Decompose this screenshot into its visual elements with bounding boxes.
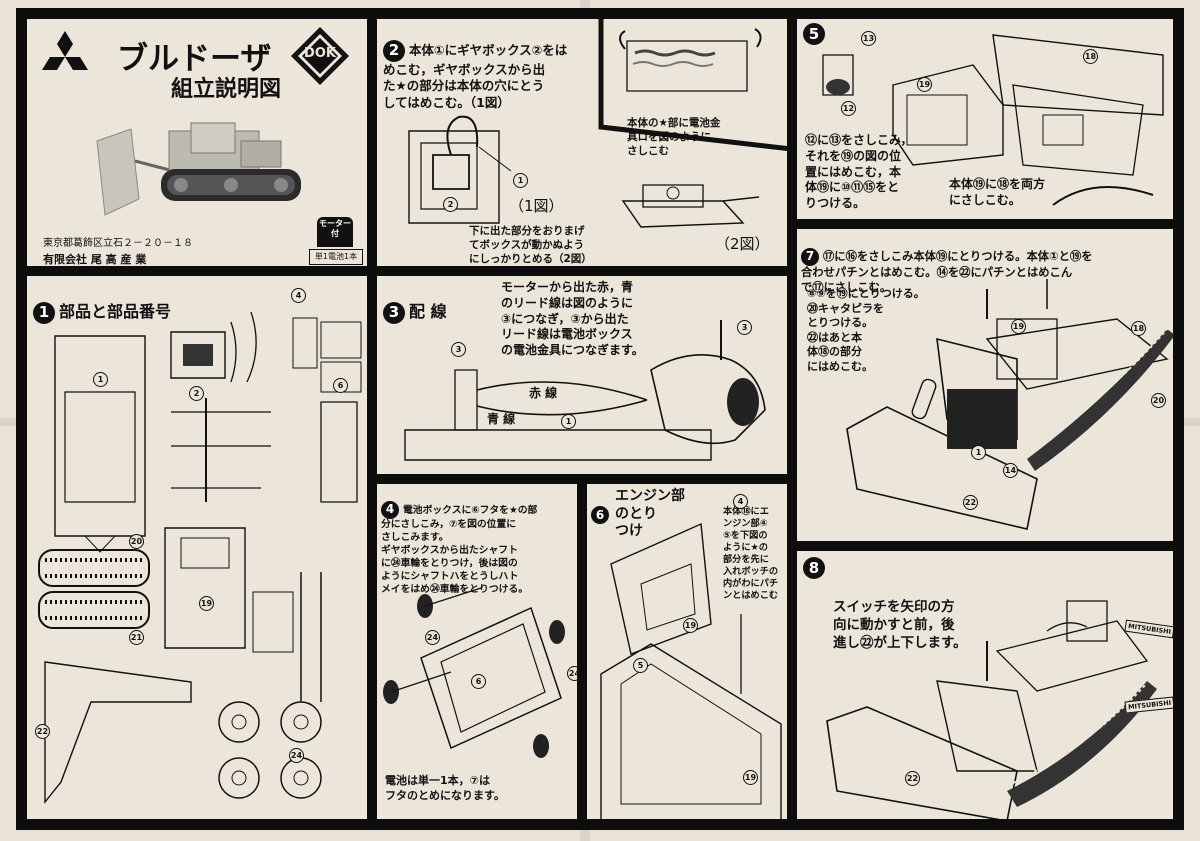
part-label-1: 1 xyxy=(971,445,986,460)
step-4-figure xyxy=(383,588,565,758)
step-5-figure xyxy=(803,25,1173,224)
part-label-19: 19 xyxy=(743,770,758,785)
page-subtitle: 組立説明図 xyxy=(171,77,282,102)
step-5-text-2: 本体⑲に⑱を両方 にさしこむ。 xyxy=(949,177,1046,207)
step-6-text: 本体⑱にエ ンジン部④ ⑤を下図の ように★の 部分を先に 入れボッチの 内がわ… xyxy=(723,506,779,601)
part-label-4: 4 xyxy=(733,494,748,509)
parts-diagram xyxy=(31,302,371,822)
step-7-figure xyxy=(847,279,1173,539)
step-2-number: 2 xyxy=(383,39,405,62)
step-2-inset-text: 本体の★部に電池金 具ロを図のように さしこむ xyxy=(627,117,721,157)
step-1-number: 1 xyxy=(33,301,55,324)
step-7-instructions: ⑰に⑯をさしこみ本体⑲にとりつける。本体①と⑲を 合わせパチンとはめこむ。⑭を㉒… xyxy=(801,249,1093,294)
step-5-panel: 5 12 13 19 18 ⑫に⑬をさしこみ， それを⑲の図の位 置にはめこむ，… xyxy=(792,14,1178,224)
part-label-14: 14 xyxy=(1003,463,1018,478)
figure-2-label: （2図） xyxy=(715,235,770,253)
step-4-bottom-text: 電池は単一1本，⑦は フタのとめになります。 xyxy=(385,774,505,802)
company-name: 有限会社 尾 高 産 業 xyxy=(43,253,147,266)
step-1-title: 部品と部品番号 xyxy=(59,302,172,322)
mitsubishi-logo xyxy=(42,31,88,70)
step-7-number: 7 xyxy=(801,247,819,266)
step-6-number: 6 xyxy=(591,506,609,525)
part-label-20: 20 xyxy=(129,534,144,549)
motor-badge-text: モーター 付 xyxy=(319,219,351,238)
part-label-6: 6 xyxy=(333,378,348,393)
part-label-18: 18 xyxy=(1131,321,1146,336)
header-panel: ブルドーザ 組立説明図 DOK 東京都葛飾区立石２－２０－１８ 有限会社 尾 高… xyxy=(22,14,372,271)
part-label-1: 1 xyxy=(513,173,528,188)
part-label-19: 19 xyxy=(683,618,698,633)
part-label-5: 5 xyxy=(633,658,648,673)
logo-text: DOK xyxy=(304,46,336,61)
company-address: 東京都葛飾区立石２－２０－１８ xyxy=(43,238,193,249)
dok-logo xyxy=(291,27,349,85)
part-label-6: 6 xyxy=(471,674,486,689)
figure-1-label: （1図） xyxy=(509,197,564,215)
step-3-number: 3 xyxy=(383,301,405,324)
step-2-instructions: 本体①にギヤボックス②をは めこむ，ギヤボックスから出 た★の部分は本体の穴にと… xyxy=(383,42,568,110)
part-label-19: 19 xyxy=(1011,319,1026,334)
step-8-figure xyxy=(817,621,1157,821)
part-label-22: 22 xyxy=(35,724,50,739)
battery-badge: 単1電池1本 xyxy=(309,249,363,265)
part-label-2: 2 xyxy=(189,386,204,401)
wiring-diagram xyxy=(381,350,791,479)
step-4-instructions: 電池ボックスに⑥フタを★の部 分にさしこみ，⑦を図の位置に さしこみます。 ギヤ… xyxy=(381,504,538,595)
part-label-21: 21 xyxy=(129,630,144,645)
step-6-panel: 6 エンジン部 のとり つけ 本体⑱にエ ンジン部④ ⑤を下図の ように★の 部… xyxy=(582,479,792,824)
part-label-24: 24 xyxy=(567,666,577,681)
step-5-text-1: ⑫に⑬をさしこみ， それを⑲の図の位 置にはめこむ，本 体⑲に⑩⑪⑮をと りつけ… xyxy=(805,133,913,211)
part-label-24: 24 xyxy=(289,748,304,763)
bulldozer-photo xyxy=(91,111,321,221)
part-label-1: 1 xyxy=(93,372,108,387)
part-label-3: 3 xyxy=(451,342,466,357)
motor-badge: モーター 付 xyxy=(317,217,353,247)
part-label-4: 4 xyxy=(291,288,306,303)
tag-text: MITSUBISHI xyxy=(1127,698,1172,712)
step-8-text: スイッチを矢印の方 向に動かすと前，後 進し㉒が上下します。 xyxy=(833,599,967,651)
blue-wire-label: 青 線 xyxy=(487,412,516,426)
part-label-13: 13 xyxy=(861,31,876,46)
step-6-figure xyxy=(591,524,791,824)
step-2-bottom-text: 下に出た部分をおりまげ てボックスが動かぬよう にしっかりとめる（2図） xyxy=(469,225,592,265)
step-4-number: 4 xyxy=(381,500,399,519)
step-2-figure-2 xyxy=(613,171,763,241)
step-8-number: 8 xyxy=(803,557,825,579)
part-label-18: 18 xyxy=(1083,49,1098,64)
red-wire-label: 赤 線 xyxy=(529,386,558,400)
part-label-2: 2 xyxy=(443,197,458,212)
part-label-3: 3 xyxy=(737,320,752,335)
part-label-22: 22 xyxy=(905,771,920,786)
step-2-inset-frame xyxy=(595,19,792,149)
part-label-19: 19 xyxy=(917,77,932,92)
part-label-22: 22 xyxy=(963,495,978,510)
step-6-title: エンジン部 のとり つけ xyxy=(615,488,685,539)
page-title: ブルドーザ xyxy=(117,41,272,77)
part-label-19: 19 xyxy=(199,596,214,611)
part-label-24: 24 xyxy=(425,630,440,645)
part-label-1: 1 xyxy=(561,414,576,429)
step-5-number: 5 xyxy=(803,23,825,45)
step-3-title: 配 線 xyxy=(409,302,447,322)
step-6-heading: 6 xyxy=(591,488,613,525)
step-3-text: モーターから出た赤，青 のリード線は図のように ③につなぎ，③から出た リード線… xyxy=(501,280,644,358)
part-label-12: 12 xyxy=(841,101,856,116)
step-8-panel: 8 スイッチを矢印の方 向に動かすと前，後 進し㉒が上下します。 MITSUBI… xyxy=(792,546,1178,824)
battery-badge-text: 単1電池1本 xyxy=(314,252,358,261)
step-7-text-2: ⑧⑨を⑲にとりつける。 ⑳キャタピラを とりつける。 ㉒はあと本 体⑱の部分 に… xyxy=(807,287,925,373)
part-label-20: 20 xyxy=(1151,393,1166,408)
step-2-figure-1 xyxy=(403,115,513,225)
